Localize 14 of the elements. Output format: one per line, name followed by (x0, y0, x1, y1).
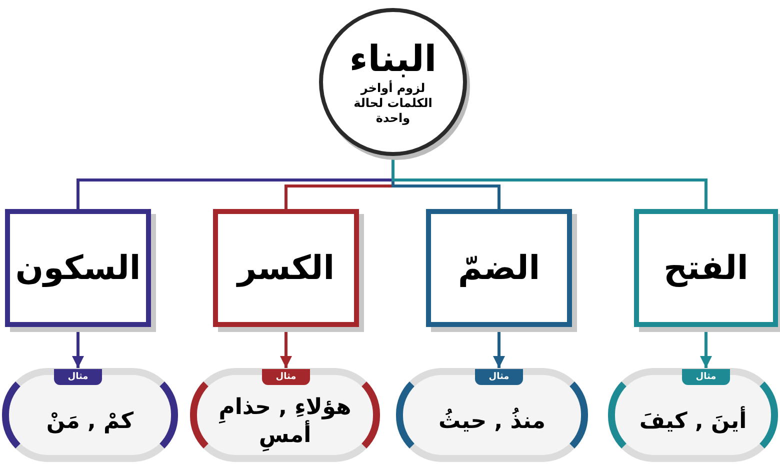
example-text: كمْ , مَنْ (45, 408, 135, 436)
category-text: الضمّ (458, 247, 540, 289)
example-tag: مثال (54, 369, 102, 385)
example-tag: مثال (262, 369, 310, 385)
example-tag: مثال (682, 369, 730, 385)
definition-text: لزوم أواخر الكلمات لحالة واحدة (352, 80, 434, 126)
category-text: الفتح (664, 247, 748, 289)
example-text: هؤلاءِ , حذامِ أمسِ (215, 394, 355, 450)
example-text: أينَ , كيفَ (633, 408, 753, 436)
example-tag: مثال (475, 369, 523, 385)
category-text: السكون (15, 247, 141, 289)
title-text: البناء (349, 38, 437, 80)
category-text: الكسر (238, 247, 335, 289)
example-text: منذُ , حيثُ (437, 408, 547, 436)
